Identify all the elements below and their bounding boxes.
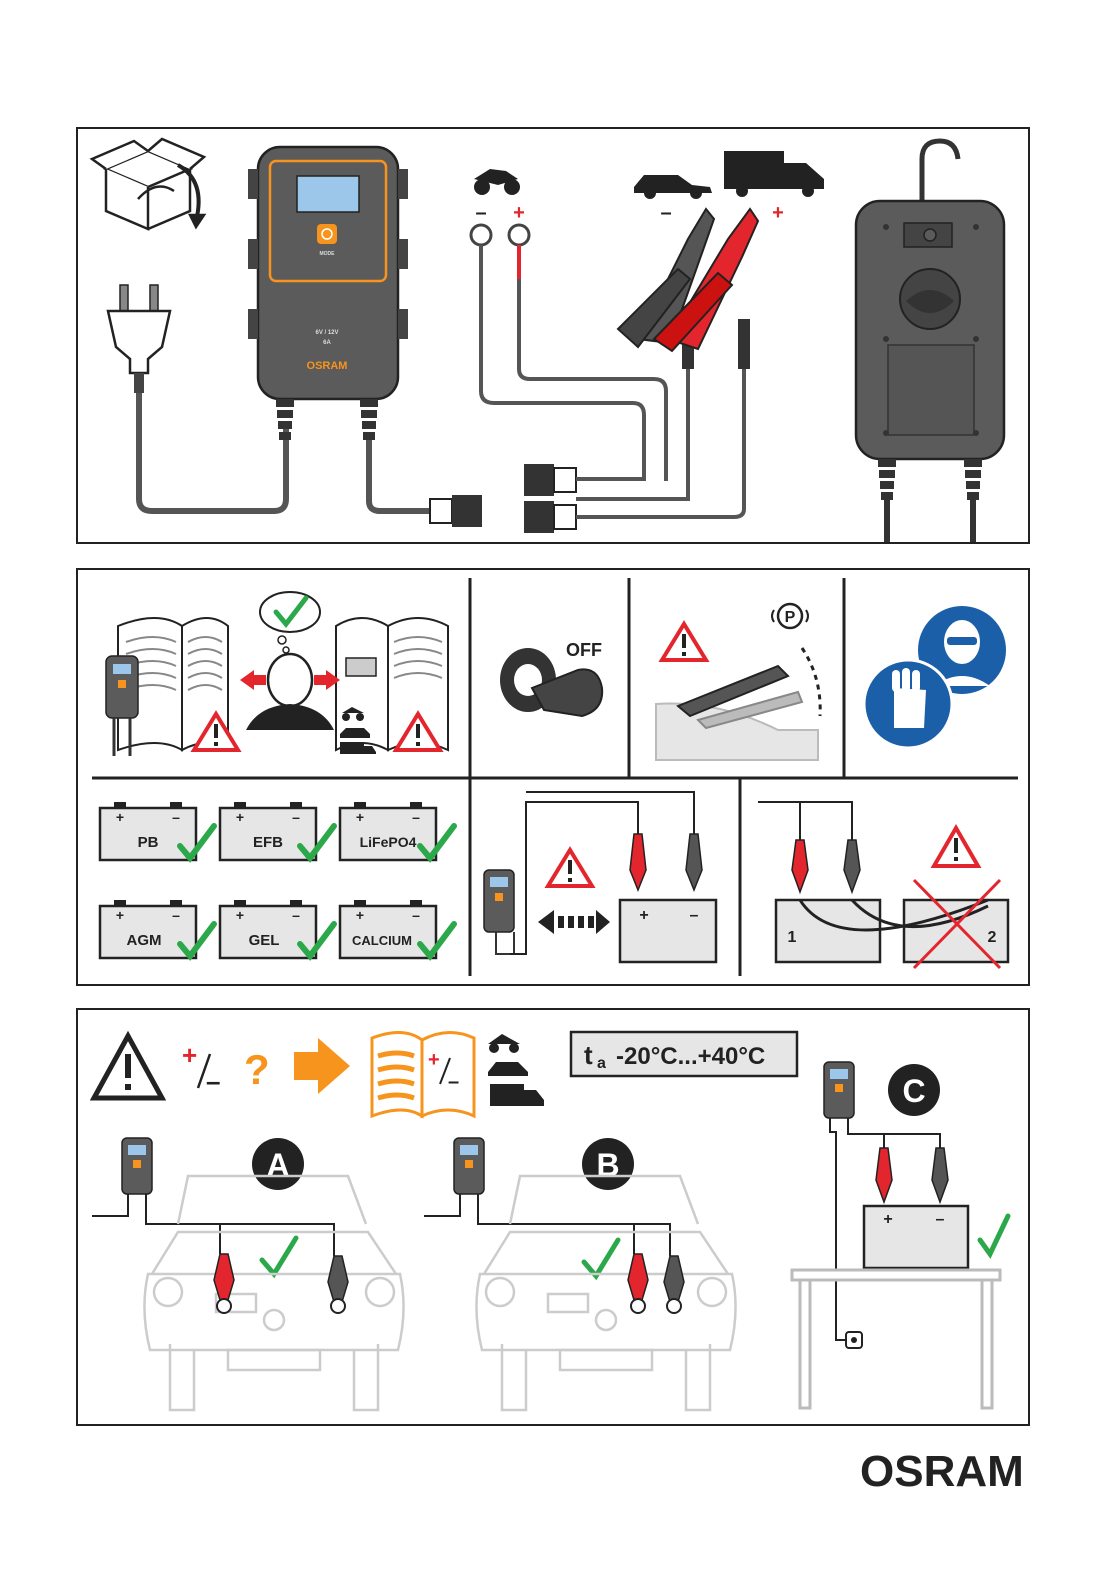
battery-minus-mark: – — [292, 907, 300, 923]
battery-plus-mark: + — [639, 907, 648, 924]
battery-type-efb: + – EFB — [220, 802, 334, 860]
scenario-a-label: A — [266, 1147, 289, 1183]
question-mark: ? — [244, 1046, 270, 1093]
manual-plus: + — [428, 1049, 440, 1071]
person-icon — [240, 654, 340, 730]
polarity-minus: – — [206, 1066, 220, 1096]
battery-2-label: 2 — [988, 929, 997, 946]
battery-minus-mark: – — [936, 1211, 945, 1228]
battery-type-calcium: + – CALCIUM — [340, 900, 454, 958]
battery-type-label: GEL — [249, 932, 280, 949]
ring-plus: + — [513, 202, 525, 224]
contents-panel: MODE 6V / 12V 6A OSRAM – + — [76, 127, 1030, 544]
battery-plus-mark: + — [116, 907, 124, 923]
battery-type-agm: + – AGM — [100, 900, 214, 958]
charger-brand: OSRAM — [307, 360, 348, 372]
battery-types-grid: + – PB + – EFB + – LiFePO4 + – AGM — [100, 802, 454, 958]
temperature-symbol: t — [584, 1040, 593, 1070]
vehicle-icons — [488, 1034, 544, 1106]
battery-plus-mark: + — [883, 1211, 892, 1228]
battery-minus-mark: – — [412, 907, 420, 923]
temperature-range: -20°C...+40°C — [616, 1043, 765, 1070]
battery-minus-mark: – — [172, 809, 180, 825]
battery-minus-mark: – — [172, 907, 180, 923]
battery-minus-mark: – — [292, 809, 300, 825]
battery-plus-mark: + — [356, 809, 364, 825]
battery-plus-mark: + — [236, 809, 244, 825]
spec-voltage: 6V / 12V — [315, 330, 338, 336]
battery-minus-mark: – — [690, 907, 699, 924]
charger-back — [856, 141, 1004, 544]
scenario-c: C + – — [792, 1062, 1008, 1408]
battery-type-label: CALCIUM — [352, 933, 412, 948]
clamp-minus: – — [660, 202, 671, 224]
parking-clamp-icon: P — [656, 604, 820, 760]
charger-front: MODE 6V / 12V 6A OSRAM — [248, 147, 430, 511]
polarity-check-icon: + – ? + – — [94, 1032, 474, 1116]
scenario-b-label: B — [596, 1147, 619, 1183]
battery-plus-mark: + — [356, 907, 364, 923]
polarity-plus: + — [182, 1040, 197, 1070]
mode-label: MODE — [320, 251, 336, 257]
ignition-off-icon: OFF — [500, 640, 602, 716]
clamp-plus: + — [772, 202, 784, 224]
sae-connector — [430, 464, 576, 533]
battery-1-label: 1 — [788, 929, 797, 946]
battery-plus-mark: + — [236, 907, 244, 923]
battery-plus-mark: + — [116, 809, 124, 825]
spec-current: 6A — [323, 340, 331, 346]
scenario-b: B — [424, 1138, 736, 1410]
protective-gear-icon — [864, 606, 1006, 748]
ring-minus: – — [475, 202, 486, 224]
van-icon — [724, 151, 824, 197]
unboxing-icon — [92, 139, 204, 229]
battery-type-gel: + – GEL — [220, 900, 334, 958]
battery-minus-mark: – — [412, 809, 420, 825]
battery-type-label: LiFePO4 — [360, 834, 417, 850]
battery-type-lifepo4: + – LiFePO4 — [340, 802, 454, 860]
scenario-a: A — [92, 1138, 404, 1410]
ring-terminals — [471, 225, 666, 481]
battery-type-label: EFB — [253, 834, 283, 851]
installation-panel: + – ? + – t a -20°C...+40°C A — [76, 1008, 1030, 1426]
battery-type-label: PB — [138, 834, 159, 851]
safety-panel: OFF P + – PB — [76, 568, 1030, 986]
battery-type-pb: + – PB — [100, 802, 214, 860]
footer-logo: OSRAM — [860, 1447, 1024, 1497]
temperature-subscript: a — [597, 1055, 606, 1072]
car-icon — [634, 175, 712, 199]
motorcycle-icon — [474, 169, 520, 195]
battery-type-label: AGM — [127, 932, 162, 949]
ignition-label: OFF — [566, 640, 602, 660]
distance-warning-diagram: + – — [484, 792, 716, 962]
manual-minus: – — [448, 1071, 459, 1093]
parallel-batteries-warning: 1 2 — [758, 802, 1008, 968]
scenario-c-label: C — [902, 1073, 925, 1109]
parking-label: P — [785, 609, 796, 626]
temperature-range-box: t a -20°C...+40°C — [571, 1032, 797, 1076]
thought-check-icon — [260, 592, 320, 653]
